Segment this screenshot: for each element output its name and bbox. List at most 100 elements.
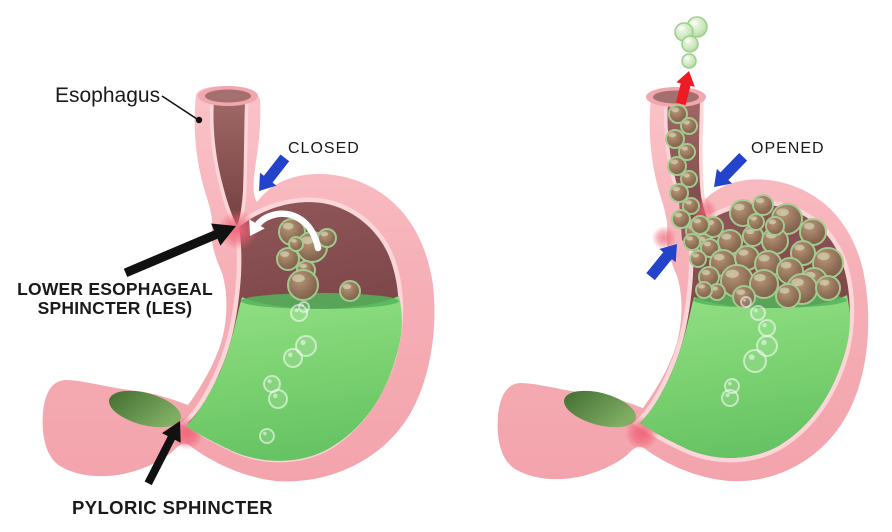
bubble-highlight [301, 236, 314, 245]
bubble-highlight [819, 279, 830, 286]
esophagus-opening-left [205, 89, 251, 103]
bubble-highlight [738, 249, 749, 256]
opened-pressure-arrow-lower [646, 244, 677, 281]
gas-bubble [287, 269, 319, 301]
gas-bubble [752, 194, 774, 216]
bubble-highlight [685, 200, 692, 205]
bubble-highlight [690, 20, 698, 26]
bubble-highlight [750, 216, 757, 221]
blocked-reflux-arrow [249, 210, 322, 252]
bubble-highlight [762, 323, 767, 328]
bubble-highlight [692, 253, 699, 258]
bubble-highlight [684, 56, 690, 60]
bubble-highlight [703, 241, 712, 247]
bubble-highlight [686, 236, 693, 241]
gas-bubble [680, 117, 698, 135]
stomach-right-opened [497, 16, 869, 482]
bubble-highlight [698, 284, 705, 289]
liquid-bubble [298, 301, 310, 313]
gas-bubbles-right [683, 194, 844, 309]
esophagus-label: Esophagus [55, 84, 161, 107]
bubble-highlight [292, 274, 305, 283]
bubble-highlight [743, 298, 746, 302]
bubble-highlight [342, 283, 352, 290]
bubble-highlight [272, 393, 278, 399]
gas-bubble [681, 53, 697, 69]
les-wall-right [652, 226, 676, 250]
bubble-highlight [693, 218, 702, 224]
bubble-highlight [755, 197, 765, 204]
reflux-escape-arrow [675, 71, 695, 106]
gas-bubble [747, 213, 765, 231]
bubble-highlight [725, 269, 739, 278]
bubble-highlight [677, 26, 685, 31]
pyloric-pointer-arrow [144, 421, 181, 486]
duodenum-opening-right [564, 390, 636, 428]
bubble-highlight [299, 263, 308, 269]
liquid-bubble [283, 348, 303, 368]
bubble-highlight [817, 252, 830, 261]
liquid-bubble [743, 349, 767, 373]
gas-bubble [317, 228, 337, 248]
liquid-right [640, 295, 850, 458]
duodenum-opening-left [109, 390, 181, 428]
les-label-line2: SPHINCTER (LES) [37, 298, 193, 318]
bubble-highlight [753, 274, 766, 282]
liquid-bubble [268, 389, 288, 409]
bubble-highlight [725, 393, 730, 398]
opened-pressure-arrow-upper [714, 152, 748, 187]
les-pinch-closed [218, 210, 258, 250]
liquid-surface-left [241, 293, 399, 309]
liquid-bubble [750, 305, 766, 321]
esophagus-leader-dot [195, 116, 203, 124]
bubble-highlight [794, 244, 805, 251]
bubble-highlight [728, 381, 732, 386]
bubble-highlight [713, 253, 725, 261]
bubble-highlight [761, 339, 767, 346]
bubble-highlight [320, 231, 329, 237]
liquid-bubble [721, 389, 739, 407]
bubble-highlight [780, 261, 792, 269]
bubble-highlight [674, 212, 683, 218]
bubble-highlight [290, 239, 297, 243]
bubble-highlight [748, 354, 755, 361]
bubble-highlight [267, 379, 272, 384]
bubble-highlight [280, 251, 290, 257]
bubble-highlight [779, 287, 790, 294]
bubble-highlight [263, 431, 267, 436]
gas-bubble [681, 35, 699, 53]
bubble-highlight [681, 146, 688, 151]
gas-bubble [695, 281, 713, 299]
gas-bubble [288, 236, 304, 252]
bubble-highlight [754, 308, 758, 313]
bubble-highlight [803, 222, 815, 230]
liquid-bubble [740, 296, 752, 308]
opened-state-label: OPENED [751, 140, 825, 157]
bubble-highlight [282, 222, 294, 230]
escaped-gas-bubbles [674, 16, 708, 69]
bubble-highlight [671, 107, 680, 113]
bubble-highlight [670, 159, 679, 165]
bubble-highlight [745, 228, 755, 235]
closed-pressure-arrow [259, 154, 290, 191]
gas-bubble [765, 216, 785, 236]
bubble-highlight [758, 254, 770, 262]
bubble-highlight [287, 352, 293, 358]
liquid-bubble [259, 428, 275, 444]
bubble-highlight [684, 38, 691, 43]
gas-bubble [689, 250, 707, 268]
gas-bubble [775, 283, 801, 309]
gas-bubble [690, 215, 710, 235]
esophagus-opening-right [653, 90, 699, 104]
gas-bubble [339, 280, 361, 302]
les-label-line1: LOWER ESOPHAGEAL [17, 279, 213, 299]
les-pointer-arrow [123, 223, 236, 278]
les-label: LOWER ESOPHAGEAL SPHINCTER (LES) [0, 280, 230, 318]
bubble-highlight [300, 339, 306, 346]
gas-bubble [683, 233, 701, 251]
gas-bubble [815, 275, 841, 301]
bubble-highlight [721, 233, 732, 240]
bubble-highlight [776, 208, 789, 217]
